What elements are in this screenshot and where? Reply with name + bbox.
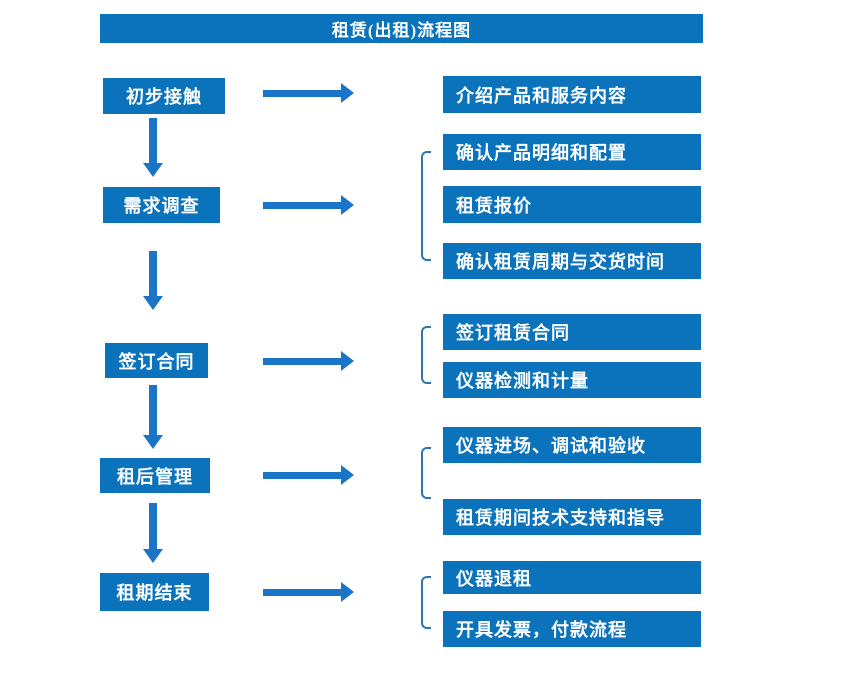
down-arrow-4 — [143, 503, 163, 563]
arrow-head — [341, 582, 354, 602]
group-bracket-post-rental — [421, 447, 431, 499]
detail-sign-rental-contract: 签订租赁合同 — [443, 314, 701, 350]
arrow-stem — [149, 118, 157, 164]
diagram-title: 租赁(出租)流程图 — [100, 14, 703, 43]
detail-introduce-products-services: 介绍产品和服务内容 — [443, 76, 701, 113]
arrow-head — [143, 296, 163, 310]
right-arrow-3 — [263, 351, 354, 371]
right-arrow-1 — [263, 83, 354, 103]
step-initial-contact: 初步接触 — [103, 78, 225, 114]
detail-instrument-testing-metering: 仪器检测和计量 — [443, 362, 701, 398]
arrow-stem — [263, 472, 342, 479]
arrow-head — [143, 549, 163, 563]
down-arrow-3 — [143, 385, 163, 449]
arrow-stem — [149, 251, 157, 297]
arrow-stem — [263, 202, 342, 209]
arrow-head — [341, 351, 354, 371]
right-arrow-2 — [263, 195, 354, 215]
detail-instrument-return: 仪器退租 — [443, 561, 701, 594]
detail-confirm-product-details-config: 确认产品明细和配置 — [443, 134, 701, 170]
step-post-rental-management: 租后管理 — [100, 458, 210, 493]
down-arrow-2 — [143, 251, 163, 310]
arrow-stem — [263, 358, 342, 365]
arrow-head — [341, 465, 354, 485]
step-demand-survey: 需求调查 — [103, 187, 220, 223]
step-rental-end: 租期结束 — [100, 573, 209, 611]
arrow-stem — [263, 90, 342, 97]
right-arrow-4 — [263, 465, 354, 485]
arrow-stem — [149, 503, 157, 550]
detail-invoice-payment-process: 开具发票，付款流程 — [443, 611, 701, 647]
detail-confirm-rental-period-delivery: 确认租赁周期与交货时间 — [443, 243, 701, 279]
group-bracket-sign-contract — [421, 326, 431, 384]
arrow-stem — [149, 385, 157, 436]
down-arrow-1 — [143, 118, 163, 177]
group-bracket-demand-survey — [421, 151, 431, 261]
arrow-stem — [263, 589, 342, 596]
detail-rental-quote: 租赁报价 — [443, 186, 701, 223]
group-bracket-rental-end — [421, 576, 431, 629]
right-arrow-5 — [263, 582, 354, 602]
arrow-head — [143, 163, 163, 177]
step-sign-contract: 签订合同 — [105, 343, 208, 378]
arrow-head — [341, 83, 354, 103]
arrow-head — [341, 195, 354, 215]
arrow-head — [143, 435, 163, 449]
detail-rental-tech-support-guidance: 租赁期间技术支持和指导 — [443, 499, 701, 535]
detail-instrument-entry-debug-acceptance: 仪器进场、调试和验收 — [443, 427, 701, 463]
